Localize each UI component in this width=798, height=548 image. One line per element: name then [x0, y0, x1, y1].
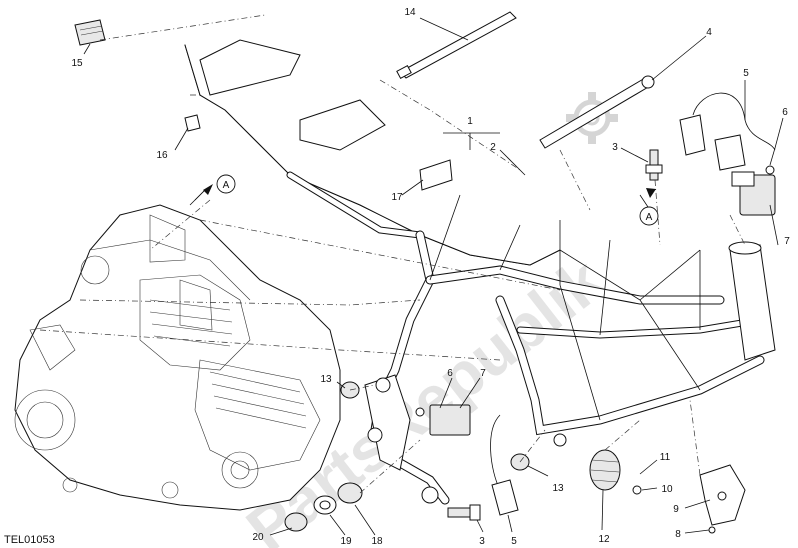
- callout-6-upper: 6: [782, 107, 788, 118]
- callout-17: 17: [391, 192, 403, 203]
- spark-plug-cap-5: [679, 92, 776, 171]
- callout-11: 11: [660, 452, 671, 463]
- callout-20: 20: [252, 532, 264, 543]
- callout-3-lower: 3: [479, 536, 485, 547]
- callout-3-upper: 3: [612, 142, 618, 153]
- callout-8: 8: [675, 529, 681, 540]
- callout-6-lower: 6: [447, 368, 453, 379]
- main-frame: [184, 12, 776, 505]
- leader-lines: [83, 17, 784, 536]
- spark-plug-3-lower: [447, 504, 481, 521]
- bracket-9: [699, 464, 746, 526]
- callout-5-upper: 5: [743, 68, 749, 79]
- callout-10: 10: [661, 484, 673, 495]
- screw-10: [632, 485, 642, 495]
- callout-15: 15: [71, 58, 83, 69]
- callout-9: 9: [673, 504, 679, 515]
- callout-12: 12: [598, 534, 610, 545]
- bushing-19: [313, 495, 337, 515]
- horn-12: [589, 449, 621, 491]
- coil-lower-6-7: [415, 404, 471, 436]
- engine-assembly: [14, 204, 341, 511]
- spark-plug-3-upper: [645, 149, 663, 181]
- ignition-coil-6-7: [731, 165, 776, 216]
- reference-lines: [39, 14, 746, 494]
- callout-5-lower: 5: [511, 536, 517, 547]
- svg-text:A: A: [646, 212, 653, 223]
- reference-marker-a-left: A: [194, 174, 236, 201]
- callout-13-left: 13: [320, 374, 332, 385]
- rod-4: [539, 75, 655, 149]
- spark-lead-5-lower: [490, 414, 519, 516]
- callout-19: 19: [340, 536, 352, 547]
- callout-7-lower: 7: [480, 368, 486, 379]
- callout-1: 1: [467, 116, 473, 127]
- reference-marker-a-right: A: [639, 188, 659, 226]
- callout-2: 2: [490, 142, 496, 153]
- callout-16: 16: [156, 150, 168, 161]
- callout-18: 18: [371, 536, 383, 547]
- callout-7-upper: 7: [784, 236, 790, 247]
- drawing-code: TEL01053: [4, 534, 55, 546]
- bushing-20: [284, 512, 308, 532]
- svg-text:A: A: [223, 180, 230, 191]
- rod-14: [396, 11, 517, 80]
- screw-8: [708, 526, 716, 534]
- nut-16: [184, 114, 201, 132]
- callout-14: 14: [404, 7, 416, 18]
- callout-labels: 1 2 3 3 4 5 5 6 6 7 7 8 9 10 11 12 13 13…: [71, 7, 790, 547]
- callout-13-right: 13: [552, 483, 564, 494]
- callout-4: 4: [706, 27, 712, 38]
- grommet-15: [74, 19, 106, 46]
- bushing-18: [337, 482, 363, 504]
